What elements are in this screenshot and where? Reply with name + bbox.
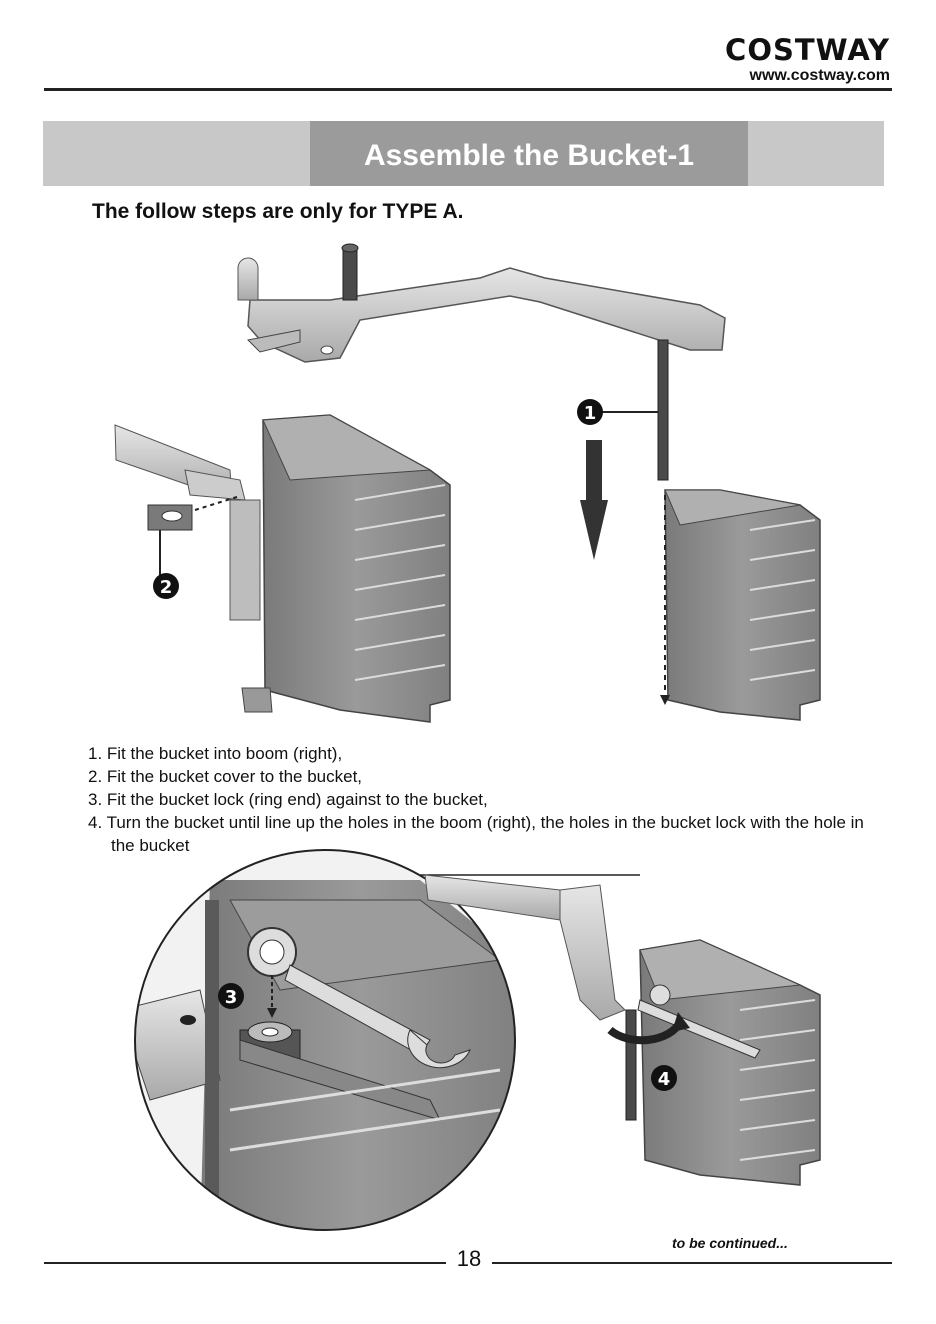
- svg-text:4: 4: [658, 1069, 671, 1090]
- continued-note: to be continued...: [672, 1235, 788, 1251]
- assembly-right-illustration: [424, 874, 821, 1186]
- bucket-left-illustration: [114, 414, 451, 723]
- callout-badge-3: 3: [218, 983, 244, 1009]
- page-title: Assemble the Bucket-1: [363, 139, 695, 172]
- bucket-right-illustration: [660, 489, 821, 721]
- zoom-detail-illustration: [134, 849, 640, 1231]
- bucket-ribs: [354, 484, 816, 681]
- brand-logo: COSTWAY: [725, 33, 890, 67]
- boom-illustration: [237, 243, 726, 481]
- svg-text:2: 2: [160, 577, 173, 598]
- header-rule: [44, 88, 892, 91]
- callout-badge-4: 4: [651, 1065, 677, 1091]
- step-item: 3. Fit the bucket lock (ring end) agains…: [88, 790, 488, 809]
- step-item: 4. Turn the bucket until line up the hol…: [88, 813, 864, 855]
- step-item: 1. Fit the bucket into boom (right),: [88, 744, 343, 763]
- footer-rule-left: [44, 1262, 446, 1264]
- brand-block: COSTWAY www.costway.com: [725, 34, 890, 86]
- svg-text:1: 1: [584, 403, 597, 424]
- type-note: The follow steps are only for TYPE A.: [92, 200, 464, 223]
- steps-list: 1. Fit the bucket into boom (right), 2. …: [88, 742, 888, 857]
- page-number: 18: [456, 1246, 482, 1271]
- brand-url: www.costway.com: [749, 67, 890, 84]
- title-banner-center: [310, 121, 748, 186]
- callout-badge-1: 1: [577, 399, 603, 425]
- callout-badge-2: 2: [153, 573, 179, 599]
- footer-rule-right: [492, 1262, 892, 1264]
- arrow-down-icon: [580, 411, 658, 560]
- step-item: 2. Fit the bucket cover to the bucket,: [88, 767, 363, 786]
- svg-text:3: 3: [225, 987, 238, 1008]
